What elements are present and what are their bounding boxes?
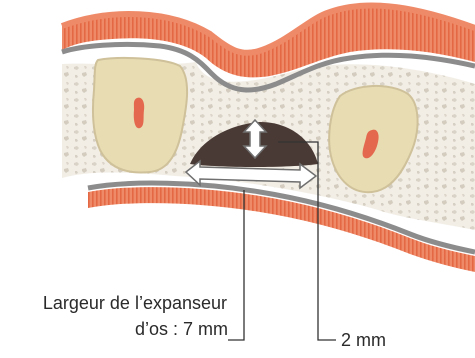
label-expander-width-line1: Largeur de l’expanseur [43,292,227,314]
label-expander-height: 2 mm [341,329,386,351]
left-tooth-pulp [134,98,144,129]
label-expander-width-line2: d’os : 7 mm [135,318,228,340]
leader-line-width [228,190,244,340]
